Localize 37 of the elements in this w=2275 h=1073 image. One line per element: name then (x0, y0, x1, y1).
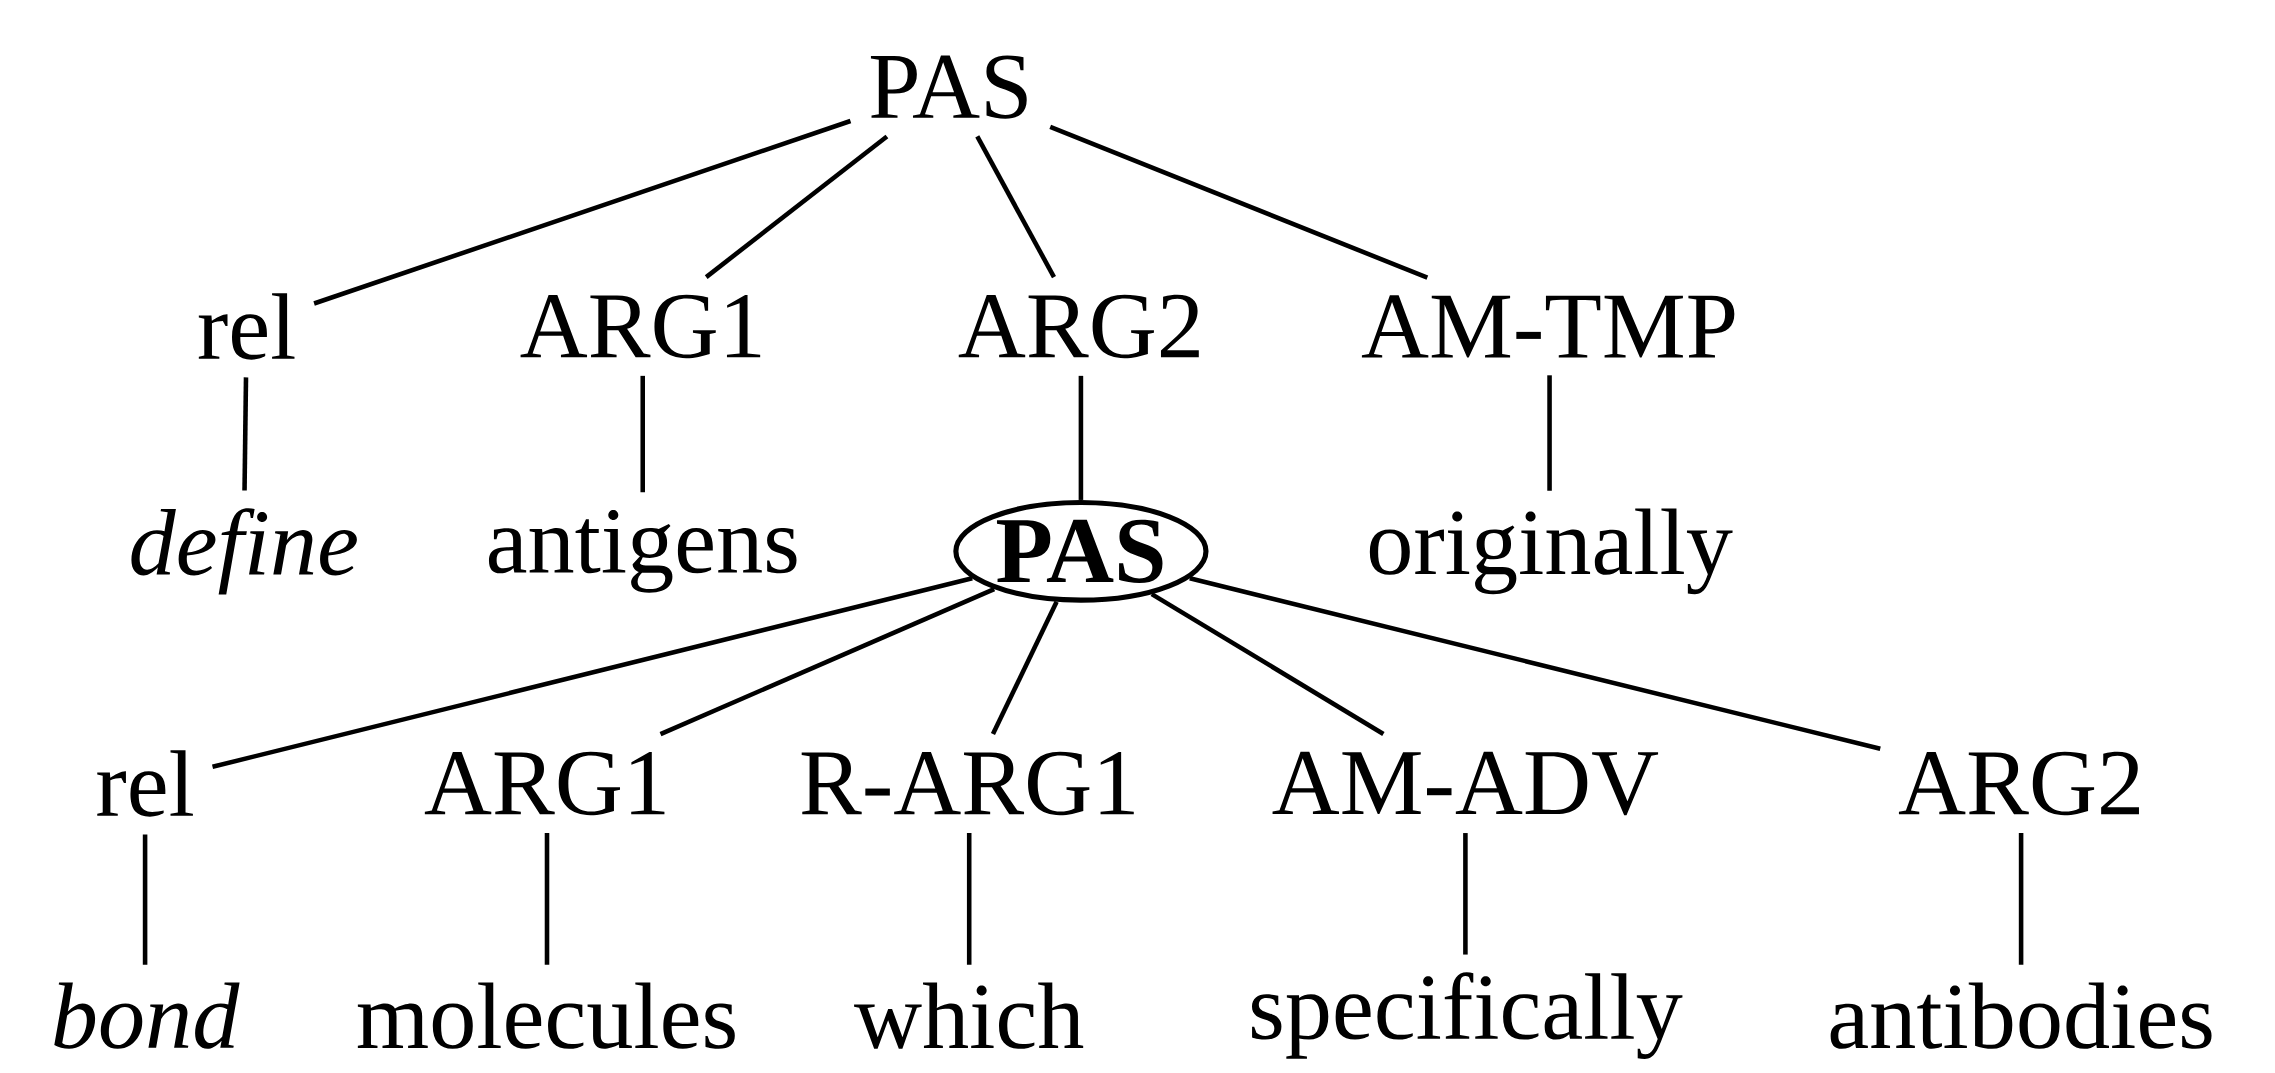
tree-branch (1049, 124, 1429, 280)
tree-branch (990, 600, 1059, 736)
word-label: bond (54, 982, 240, 1049)
role-label: ARG2 (958, 294, 1199, 359)
tree-branch (966, 832, 972, 965)
role-label: ARG1 (520, 294, 761, 359)
ellipse-node: PAS (953, 499, 1209, 603)
word-label: antibodies (1830, 982, 2212, 1049)
role-label: ARG1 (424, 751, 665, 816)
tree-branch (242, 377, 249, 491)
word-label: antigens (488, 509, 797, 593)
tree-branch (313, 118, 852, 306)
word-label: originally (1369, 508, 1733, 595)
role-label: AM-TMP (1361, 295, 1735, 358)
tree-branch (2018, 832, 2024, 965)
tree-branch (142, 834, 148, 965)
word-label: define (131, 508, 357, 595)
tree-branch (1078, 375, 1084, 500)
word-label: molecules (357, 982, 735, 1049)
role-label: AM-ADV (1272, 751, 1659, 816)
tree-branch (704, 134, 889, 279)
tree-branch (640, 375, 646, 493)
tree-branch (1150, 592, 1385, 736)
role-label: rel (97, 750, 193, 817)
tree-branch (1189, 576, 1881, 751)
role-label: rel (198, 293, 295, 360)
word-label: specifically (1252, 972, 1683, 1059)
role-label: PAS (870, 55, 1027, 119)
tree-branch (211, 576, 973, 769)
role-label: ARG2 (1898, 751, 2139, 816)
tree-branch (544, 832, 550, 965)
role-label: R-ARG1 (801, 751, 1134, 816)
tree-branch (1463, 833, 1468, 955)
word-label: which (854, 982, 1084, 1049)
tree-branch (659, 586, 996, 737)
tree-branch (975, 135, 1056, 279)
tree-branch (1547, 375, 1552, 491)
